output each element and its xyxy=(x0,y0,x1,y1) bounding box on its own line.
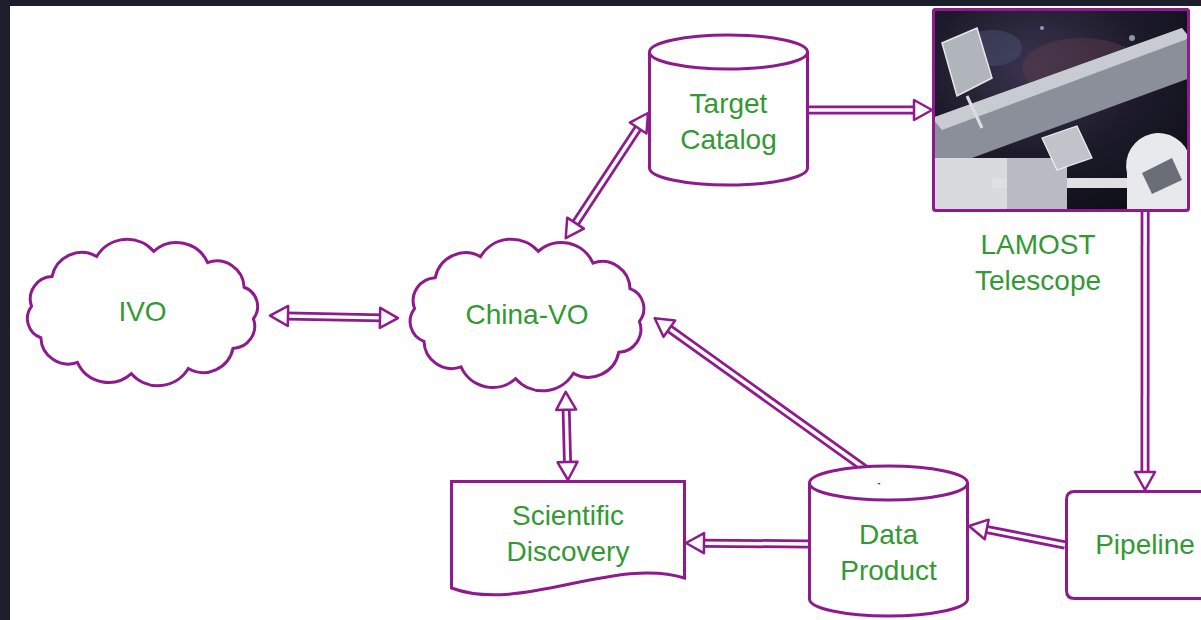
arrow-shaft xyxy=(1141,212,1150,474)
cloud-node: IVO xyxy=(15,235,270,390)
node-label: Scientific Discovery xyxy=(462,498,674,571)
hollow-arrow xyxy=(686,533,808,553)
arrow-head xyxy=(914,100,932,120)
picture-caption: LAMOST Telescope xyxy=(953,227,1123,300)
hollow-arrow xyxy=(270,306,398,328)
database-cylinder: Target Catalog xyxy=(648,35,809,185)
process-box: Pipeline xyxy=(1065,490,1201,600)
arrow-head xyxy=(1135,472,1155,490)
arrow-head xyxy=(686,533,704,553)
hollow-arrow xyxy=(566,113,648,238)
node-outline-path xyxy=(1067,492,1201,599)
node-outline-path xyxy=(452,482,685,595)
node-label: Pipeline xyxy=(1095,527,1195,563)
telescope-picture: LAMOST Telescope xyxy=(932,8,1190,212)
node-outline-path xyxy=(27,239,257,385)
node-outline-path xyxy=(410,239,644,391)
cloud-node: China-VO xyxy=(398,235,656,395)
arrow-head xyxy=(556,392,576,410)
arrow-head xyxy=(558,462,578,480)
arrow-shaft xyxy=(566,408,567,464)
arrow-shaft xyxy=(286,316,382,318)
arrow-shaft xyxy=(809,106,916,115)
arrow-head xyxy=(655,318,675,337)
arrow-head xyxy=(630,113,648,134)
hollow-arrow xyxy=(969,520,1065,545)
arrow-shaft-inner xyxy=(286,316,382,318)
node-outline-path xyxy=(650,35,808,185)
node-label: IVO xyxy=(118,294,166,330)
arrow-shaft xyxy=(702,539,808,549)
node-label: China-VO xyxy=(466,297,589,333)
node-label: Target Catalog xyxy=(658,86,799,159)
arrow-shaft xyxy=(668,328,882,481)
arrow-shaft-inner xyxy=(809,108,916,112)
arrow-shaft-inner xyxy=(985,529,1065,545)
arrow-shaft-inner xyxy=(1143,212,1147,474)
hollow-arrow xyxy=(1135,212,1155,490)
arrow-shaft-inner xyxy=(668,328,882,481)
arrow-shaft-inner xyxy=(702,541,808,545)
hollow-arrow xyxy=(556,392,577,480)
node-label: Data Product xyxy=(818,517,959,590)
arrow-shaft xyxy=(574,126,639,224)
arrow-head xyxy=(270,306,288,326)
arrow-shaft xyxy=(985,529,1065,545)
arrow-head xyxy=(566,218,584,239)
arrow-head xyxy=(380,308,398,328)
node-outline-path xyxy=(810,466,968,616)
arrow-shaft-inner xyxy=(574,126,639,224)
hollow-arrow xyxy=(655,318,882,481)
arrow-shaft-inner xyxy=(566,408,567,464)
database-cylinder: Data Product xyxy=(808,466,969,616)
document-shape: Scientific Discovery xyxy=(450,480,686,606)
hollow-arrow xyxy=(809,100,932,120)
arrow-head xyxy=(969,520,989,540)
